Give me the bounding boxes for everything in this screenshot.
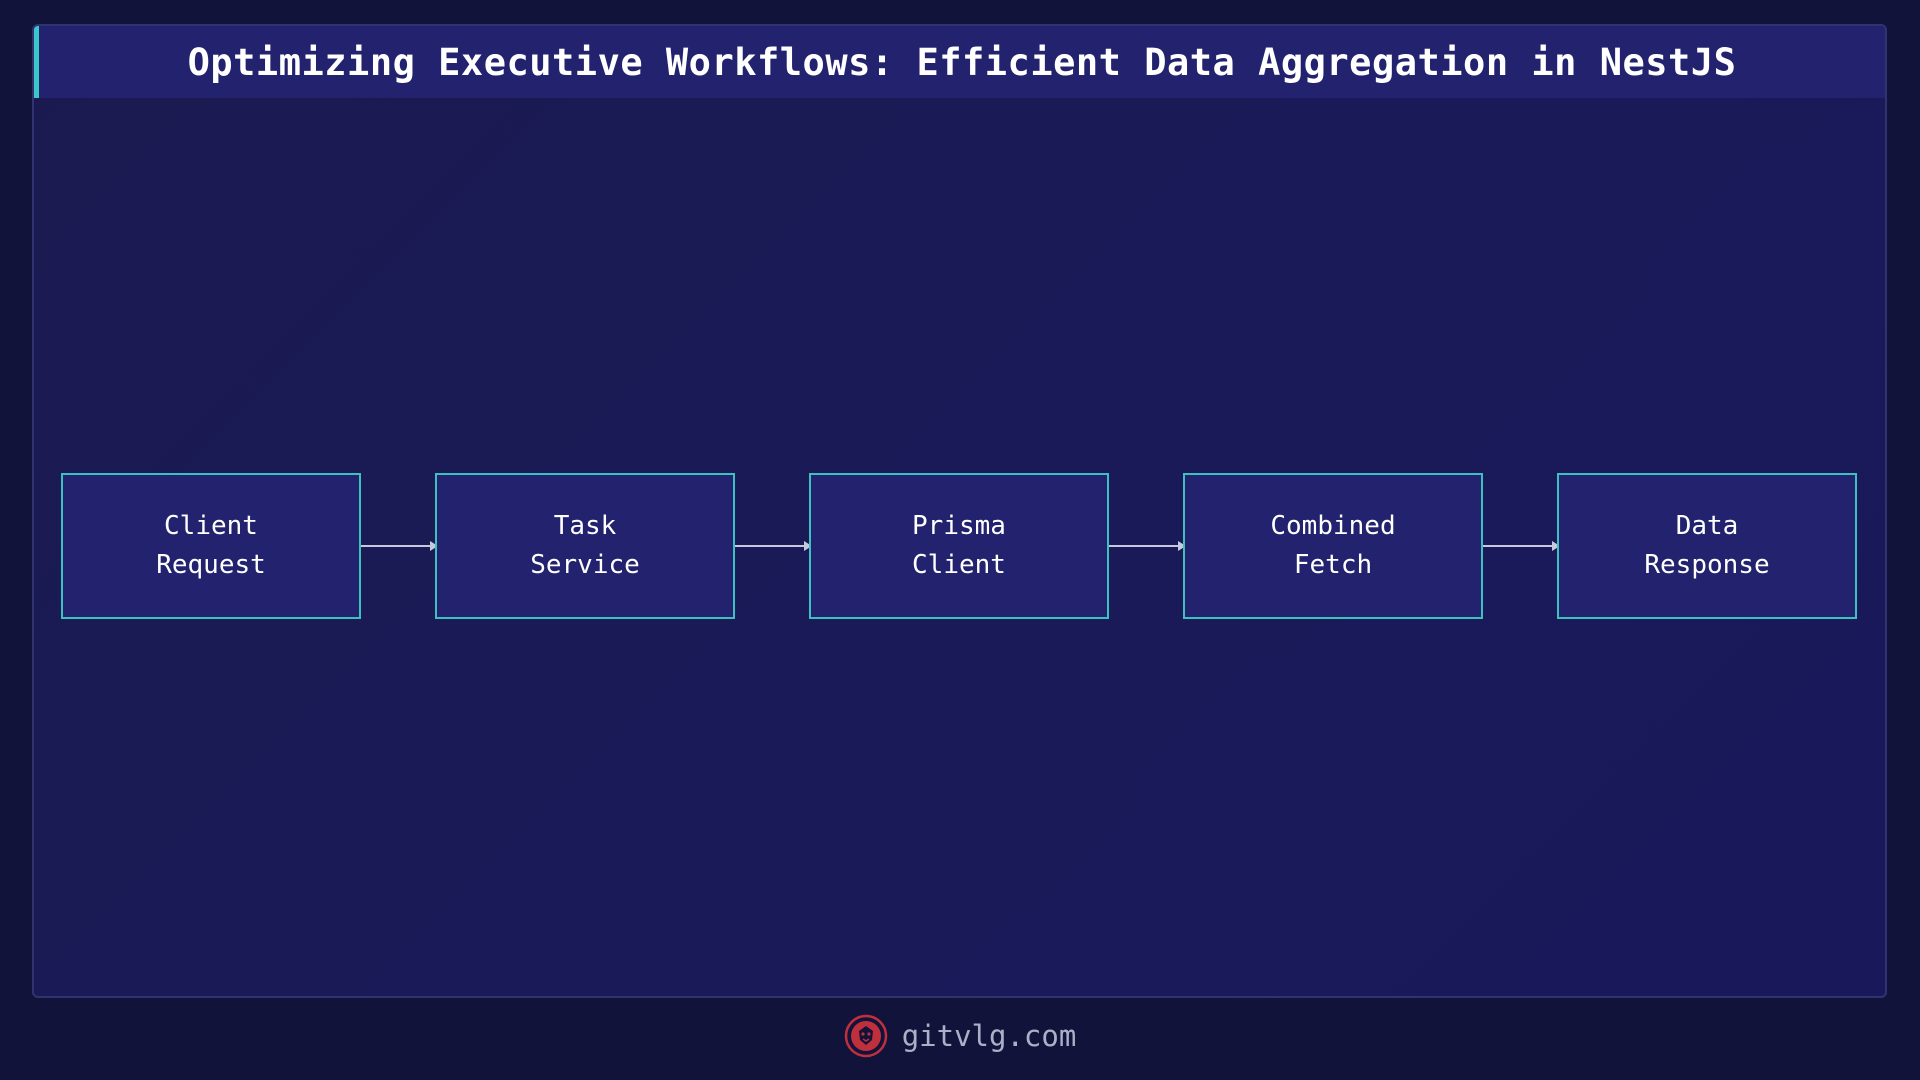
page-title: Optimizing Executive Workflows: Efficien… <box>187 40 1737 84</box>
flow-node-prisma-client: Prisma Client <box>809 473 1109 619</box>
title-bar: Optimizing Executive Workflows: Efficien… <box>34 26 1885 98</box>
node-label-line-1: Data <box>1675 511 1739 541</box>
site-url[interactable]: gitvlg.com <box>901 1019 1077 1053</box>
flow-node-data-response: Data Response <box>1557 473 1857 619</box>
node-label-line-2: Service <box>530 550 640 580</box>
flow-arrow <box>735 541 812 551</box>
flow-node-combined-fetch: Combined Fetch <box>1183 473 1483 619</box>
node-label-line-1: Prisma <box>912 511 1006 541</box>
node-label-line-2: Fetch <box>1293 550 1373 580</box>
node-label-line-1: Client <box>164 511 258 541</box>
footer: gitvlg.com <box>0 1010 1920 1062</box>
node-label-line-1: Combined <box>1270 511 1396 541</box>
flow-arrow <box>361 541 438 551</box>
node-label-line-2: Request <box>156 550 266 580</box>
node-label-line-1: Task <box>553 511 617 541</box>
lion-icon <box>844 1014 887 1058</box>
node-label-line-2: Response <box>1644 550 1770 580</box>
flow-arrow <box>1483 541 1560 551</box>
flow-arrow <box>1109 541 1186 551</box>
flow-node-client-request: Client Request <box>61 473 361 619</box>
flow-node-task-service: Task Service <box>435 473 735 619</box>
node-label-line-2: Client <box>912 550 1006 580</box>
